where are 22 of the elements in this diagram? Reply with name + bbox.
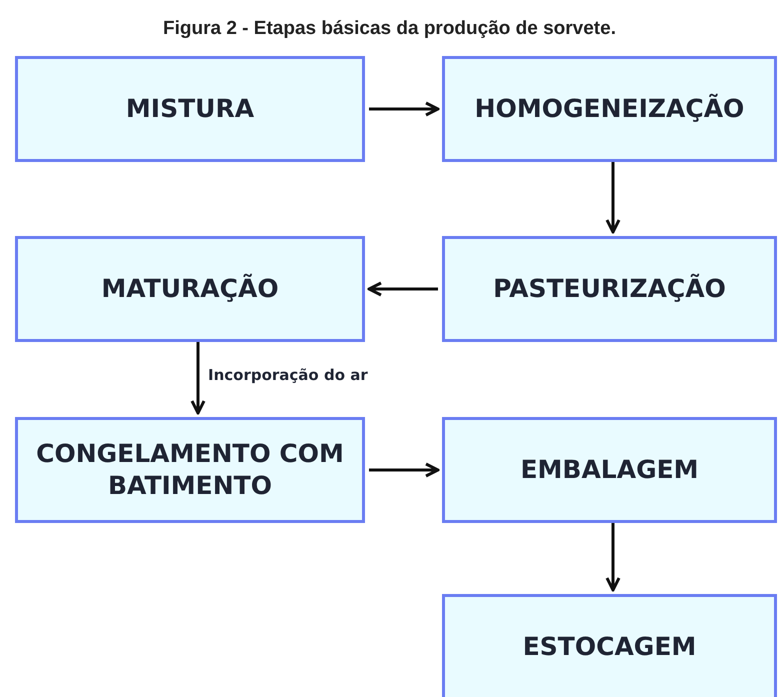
process-box xyxy=(442,56,777,162)
step-label: PASTEURIZAÇÃO xyxy=(493,272,726,305)
process-box xyxy=(442,594,777,697)
step-label: MATURAÇÃO xyxy=(101,272,279,305)
process-box xyxy=(15,56,365,162)
step-label: ESTOCAGEM xyxy=(522,630,696,663)
step-label: CONGELAMENTO COM BATIMENTO xyxy=(35,438,345,502)
arrow xyxy=(368,282,438,296)
arrow xyxy=(190,342,206,414)
step-label: EMBALAGEM xyxy=(520,454,699,486)
process-box xyxy=(15,236,365,342)
process-box xyxy=(442,236,777,342)
arrow xyxy=(369,102,440,116)
arrow xyxy=(606,523,620,592)
arrow xyxy=(369,462,440,478)
arrow xyxy=(606,162,620,234)
step-label: MISTURA xyxy=(126,92,254,125)
process-box xyxy=(15,417,365,523)
figure-title: Figura 2 - Etapas básicas da produção de sorvete. xyxy=(162,18,617,40)
edge-label: Incorporação do ar xyxy=(208,366,368,384)
process-box xyxy=(442,417,777,523)
step-label: HOMOGENEIZAÇÃO xyxy=(474,92,744,125)
